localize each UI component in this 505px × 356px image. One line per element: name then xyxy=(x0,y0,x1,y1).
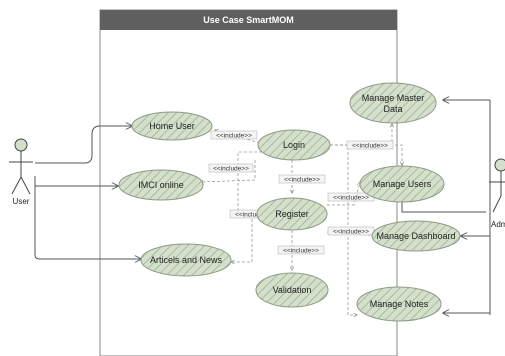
svg-text:<<include>>: <<include>> xyxy=(235,212,271,219)
user-associations xyxy=(34,126,141,259)
use-case-imci-online[interactable]: IMCI online xyxy=(118,169,204,201)
include-label-register-dashboard: <<include>> xyxy=(327,226,375,236)
use-case-manage-master-data[interactable]: Manage Master Data xyxy=(349,82,437,124)
svg-text:Validation: Validation xyxy=(273,285,312,295)
actor-user-label: User xyxy=(13,197,30,206)
svg-text:Manage Notes: Manage Notes xyxy=(370,299,429,309)
svg-text:IMCI online: IMCI online xyxy=(138,180,184,190)
svg-text:Manage Master: Manage Master xyxy=(362,93,425,103)
include-labels: <<include>> <<include>> <<include>> <<in… xyxy=(208,130,394,255)
svg-text:Articels and News: Articels and News xyxy=(150,255,223,265)
use-case-manage-dashboard[interactable]: Manage Dashboard xyxy=(371,220,461,252)
include-label-login-admin: <<include>> xyxy=(346,140,394,150)
use-case-register[interactable]: Register xyxy=(256,197,328,231)
use-case-home-user[interactable]: Home User xyxy=(131,111,213,141)
svg-text:Register: Register xyxy=(275,209,309,219)
use-case-validation[interactable]: Validation xyxy=(255,272,329,308)
svg-text:Manage Users: Manage Users xyxy=(373,179,432,189)
svg-text:Home User: Home User xyxy=(149,121,195,131)
include-label-validation: <<include>> xyxy=(277,245,325,255)
actor-user[interactable] xyxy=(9,138,33,195)
svg-text:Manage Dashboard: Manage Dashboard xyxy=(376,231,455,241)
svg-text:<<include>>: <<include>> xyxy=(284,177,320,184)
use-case-manage-notes[interactable]: Manage Notes xyxy=(356,286,442,322)
svg-text:<<include>>: <<include>> xyxy=(333,195,369,202)
svg-text:<<include>>: <<include>> xyxy=(333,229,369,236)
svg-text:<<include>>: <<include>> xyxy=(213,166,249,173)
actor-admin[interactable] xyxy=(489,158,505,213)
include-label-register: <<include>> xyxy=(278,174,326,184)
admin-associations xyxy=(402,100,491,315)
include-label-imci: <<include>> xyxy=(208,163,254,173)
use-case-manage-users[interactable]: Manage Users xyxy=(359,165,445,203)
svg-text:Data: Data xyxy=(383,104,402,114)
actor-admin-label: Admin xyxy=(491,220,505,229)
system-title: Use Case SmartMOM xyxy=(203,15,294,25)
svg-text:Login: Login xyxy=(283,140,305,150)
use-case-login[interactable]: Login xyxy=(257,129,331,161)
system-title-bar xyxy=(100,10,397,30)
svg-text:<<include>>: <<include>> xyxy=(216,133,252,140)
svg-text:<<include>>: <<include>> xyxy=(352,143,388,150)
include-label-home-user: <<include>> xyxy=(210,130,258,140)
use-case-articles-and-news[interactable]: Articels and News xyxy=(140,243,232,277)
svg-text:<<include>>: <<include>> xyxy=(283,248,319,255)
